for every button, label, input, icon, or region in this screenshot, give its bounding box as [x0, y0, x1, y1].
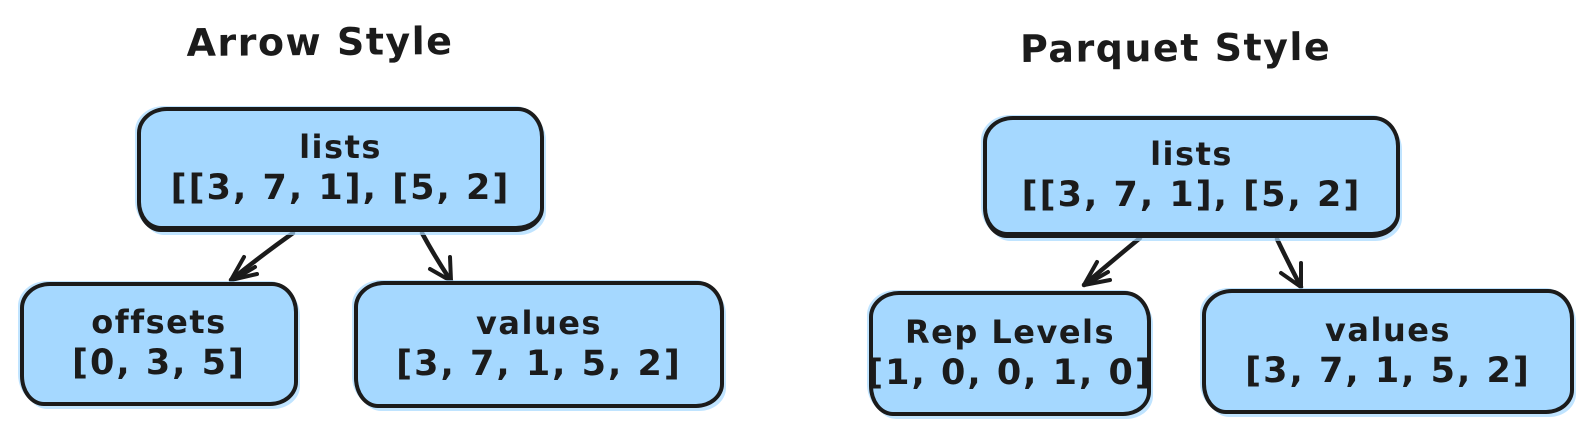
node-lists: lists [[3, 7, 1], [5, 2]	[137, 107, 544, 232]
node-value: [1, 0, 0, 1, 0]	[867, 352, 1153, 393]
node-value: [[3, 7, 1], [5, 2]	[1021, 175, 1362, 216]
arrow-down-right-icon	[1274, 236, 1304, 290]
arrow-down-left-icon	[228, 230, 296, 283]
node-rep-levels: Rep Levels [1, 0, 0, 1, 0]	[867, 291, 1153, 416]
panel-title-arrow-style: Arrow Style	[186, 19, 454, 65]
panel-title-parquet-style: Parquet Style	[1019, 24, 1332, 72]
node-label: lists	[299, 127, 382, 166]
node-label: values	[476, 303, 602, 342]
arrow-down-left-icon	[1081, 235, 1143, 288]
node-offsets: offsets [0, 3, 5]	[20, 282, 298, 406]
node-label: Rep Levels	[904, 312, 1116, 351]
node-value: [3, 7, 1, 5, 2]	[1245, 350, 1531, 391]
node-label: offsets	[91, 303, 227, 342]
node-value: [0, 3, 5]	[71, 343, 246, 384]
node-label: lists	[1150, 135, 1233, 174]
node-label: values	[1325, 310, 1451, 349]
node-values: values [3, 7, 1, 5, 2]	[1202, 289, 1574, 414]
arrow-down-right-icon	[419, 230, 454, 284]
node-value: [3, 7, 1, 5, 2]	[396, 343, 682, 384]
node-values: values [3, 7, 1, 5, 2]	[354, 281, 724, 408]
node-lists: lists [[3, 7, 1], [5, 2]	[983, 116, 1400, 238]
node-value: [[3, 7, 1], [5, 2]	[170, 167, 511, 208]
